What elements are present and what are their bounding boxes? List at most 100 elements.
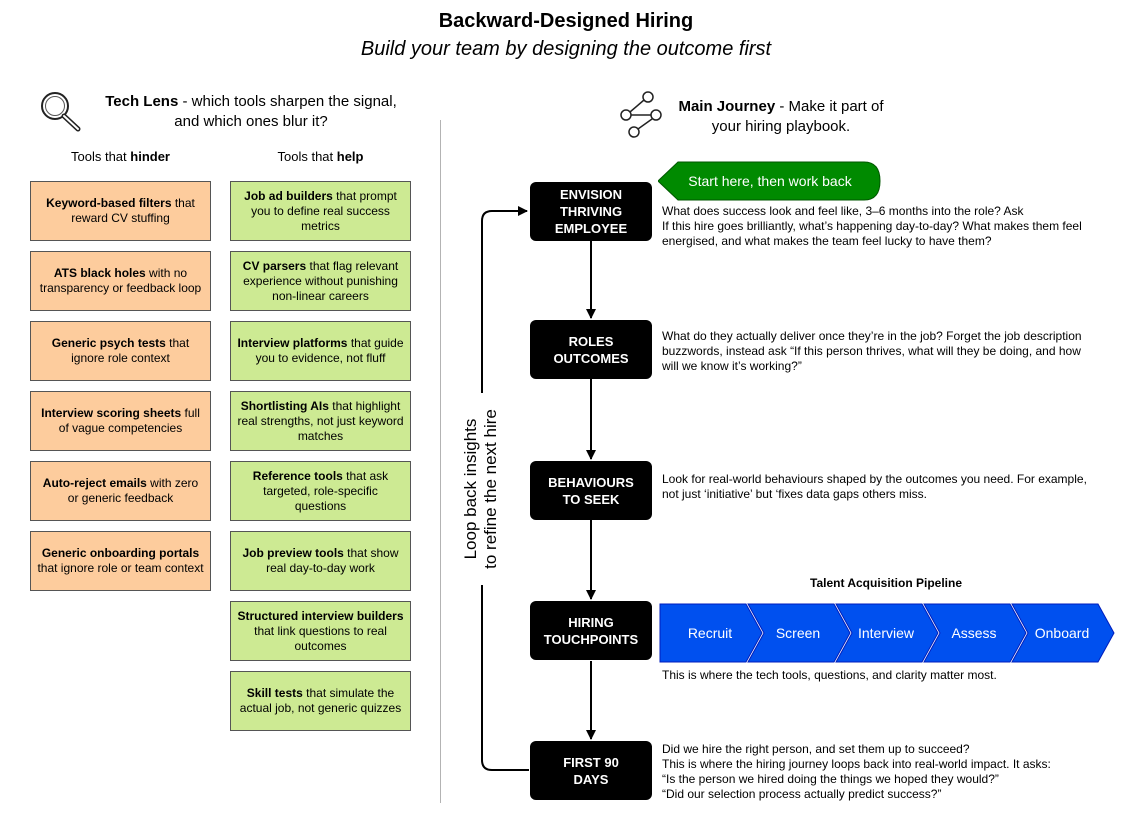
tech-lens-title: Tech Lens [105,93,179,110]
help-card: Interview platforms that guide you to ev… [230,321,411,381]
pipeline-label: Interview [858,625,915,641]
tech-lens-subtitle: - which tools sharpen the signal, [178,93,397,110]
stage-description: Did we hire the right person, and set th… [662,742,1051,802]
hinder-card: Generic onboarding portals that ignore r… [30,531,211,591]
description-line: Did we hire the right person, and set th… [662,742,970,756]
description-line: What do they actually deliver once they’… [662,329,1082,343]
hinder-card-text: that ignore role context [71,336,190,365]
section-divider [440,120,441,803]
help-card-title: Job preview tools [242,546,344,560]
help-column-header: Tools that help [230,149,411,164]
loop-back-label: Loop back insights to refine the next hi… [461,379,501,599]
hinder-card-title: Generic psych tests [51,336,166,350]
pipeline-label: Screen [776,625,820,641]
hinder-header-prefix: Tools that [71,149,131,164]
description-line: If this hire goes brilliantly, what’s ha… [662,219,1082,233]
hinder-column-header: Tools that hinder [30,149,211,164]
description-line: What does success look and feel like, 3–… [662,204,1024,218]
pipeline-step-screen [747,603,851,663]
hinder-header-word: hinder [130,149,170,164]
help-card-text: that link questions to real outcomes [254,623,387,653]
description-line: energised, and what makes the team feel … [662,234,992,248]
hinder-card: Auto-reject emails with zero or generic … [30,461,211,521]
description-line: This is where the tech tools, questions,… [662,668,997,682]
pipeline-chevrons: Recruit Screen Interview Assess Onboard [659,603,1115,663]
pipeline-step-interview [835,603,939,663]
hinder-card: Keyword-based filters that reward CV stu… [30,181,211,241]
help-card: Skill tests that simulate the actual job… [230,671,411,731]
stage-description: Look for real-world behaviours shaped by… [662,472,1087,502]
hinder-card: Generic psych tests that ignore role con… [30,321,211,381]
help-card-text: that guide you to evidence, not fluff [255,336,404,365]
pipeline-step-onboard [1011,603,1115,663]
description-line: buzzwords, instead ask “If this person t… [662,344,1081,358]
help-card-title: CV parsers [242,258,307,273]
stage-behaviours: BEHAVIOURS TO SEEK [530,461,652,520]
hinder-card-title: Keyword-based filters [46,196,172,210]
start-here-label: Start here, then work back [688,173,852,189]
stage-roles-outcomes: ROLES OUTCOMES [530,320,652,379]
help-card-title: Skill tests [246,686,303,700]
hinder-card-title: Generic onboarding portals [41,546,200,560]
help-card-title: Job ad builders [244,188,333,203]
page-title: Backward-Designed Hiring [438,10,694,32]
tech-lens-heading: Tech Lens - which tools sharpen the sign… [88,92,414,132]
help-card-title: Reference tools [252,468,343,483]
help-card: Job ad builders that prompt you to defin… [230,181,411,241]
pipeline-title: Talent Acquisition Pipeline [810,576,963,590]
help-card: Job preview tools that show real day-to-… [230,531,411,591]
help-card-text: that ask targeted, role-specific questio… [263,468,389,513]
pipeline-step-recruit [659,603,763,663]
tech-lens-subtitle-line2: and which ones blur it? [174,113,328,130]
journey-network-icon [620,91,662,138]
help-header-word: help [336,149,364,164]
description-line: “Did our selection process actually pred… [662,787,942,801]
help-card: CV parsers that flag relevant experience… [230,251,411,311]
stage-touchpoints: HIRING TOUCHPOINTS [530,601,652,660]
pipeline-label: Onboard [1035,625,1089,641]
help-card-text: that flag relevant experience without pu… [243,258,399,303]
stage-description: This is where the tech tools, questions,… [662,668,997,683]
stage-description: What does success look and feel like, 3–… [662,204,1082,249]
hinder-card-text: with zero or generic feedback [67,476,199,505]
main-journey-subtitle: - Make it part of [775,98,884,115]
hinder-card-text: that ignore role or team context [37,561,204,575]
hinder-card: Interview scoring sheets full of vague c… [30,391,211,451]
page-subtitle: Build your team by designing the outcome… [360,38,772,60]
help-card-text: that show real day-to-day work [266,546,399,575]
stage-first-90-days: FIRST 90 DAYS [530,741,652,800]
help-card: Shortlisting AIs that highlight real str… [230,391,411,451]
hinder-card: ATS black holes with no transparency or … [30,251,211,311]
hinder-card-text: that reward CV stuffing [71,196,195,225]
pipeline-label: Assess [951,625,996,641]
start-here-callout [658,161,881,201]
description-line: This is where the hiring journey loops b… [662,757,1051,771]
help-header-prefix: Tools that [277,149,337,164]
help-card-title: Interview platforms [237,336,348,350]
help-card-title: Structured interview builders [237,608,404,623]
stage-envision: ENVISION THRIVING EMPLOYEE [530,182,652,241]
help-card-text: that prompt you to define real success m… [251,188,397,233]
pipeline-label: Recruit [688,625,732,641]
help-card: Structured interview builders that link … [230,601,411,661]
description-line: not just ‘initiative’ but ‘fixes data ga… [662,487,928,501]
hinder-card-title: Interview scoring sheets [41,406,182,420]
description-line: will we know it’s working?” [662,359,802,373]
description-line: “Is the person we hired doing the things… [662,772,999,786]
help-card: Reference tools that ask targeted, role-… [230,461,411,521]
help-card-title: Shortlisting AIs [240,398,329,413]
hinder-card-title: ATS black holes [53,266,146,280]
help-card-text: that highlight real strengths, not just … [237,398,404,443]
main-journey-heading: Main Journey - Make it part of your hiri… [666,97,896,137]
pipeline-step-assess [923,603,1027,663]
help-card-text: that simulate the actual job, not generi… [239,686,402,715]
hinder-card-text: with no transparency or feedback loop [39,266,202,295]
magnifier-icon [41,92,81,132]
hinder-card-title: Auto-reject emails [42,476,147,490]
stage-description: What do they actually deliver once they’… [662,329,1082,374]
main-journey-subtitle-line2: your hiring playbook. [711,118,851,135]
loop-back-line2: to refine the next hire [481,409,500,569]
loop-back-line1: Loop back insights [461,418,480,560]
main-journey-title: Main Journey [678,98,776,115]
hinder-card-text: full of vague competencies [58,406,200,435]
